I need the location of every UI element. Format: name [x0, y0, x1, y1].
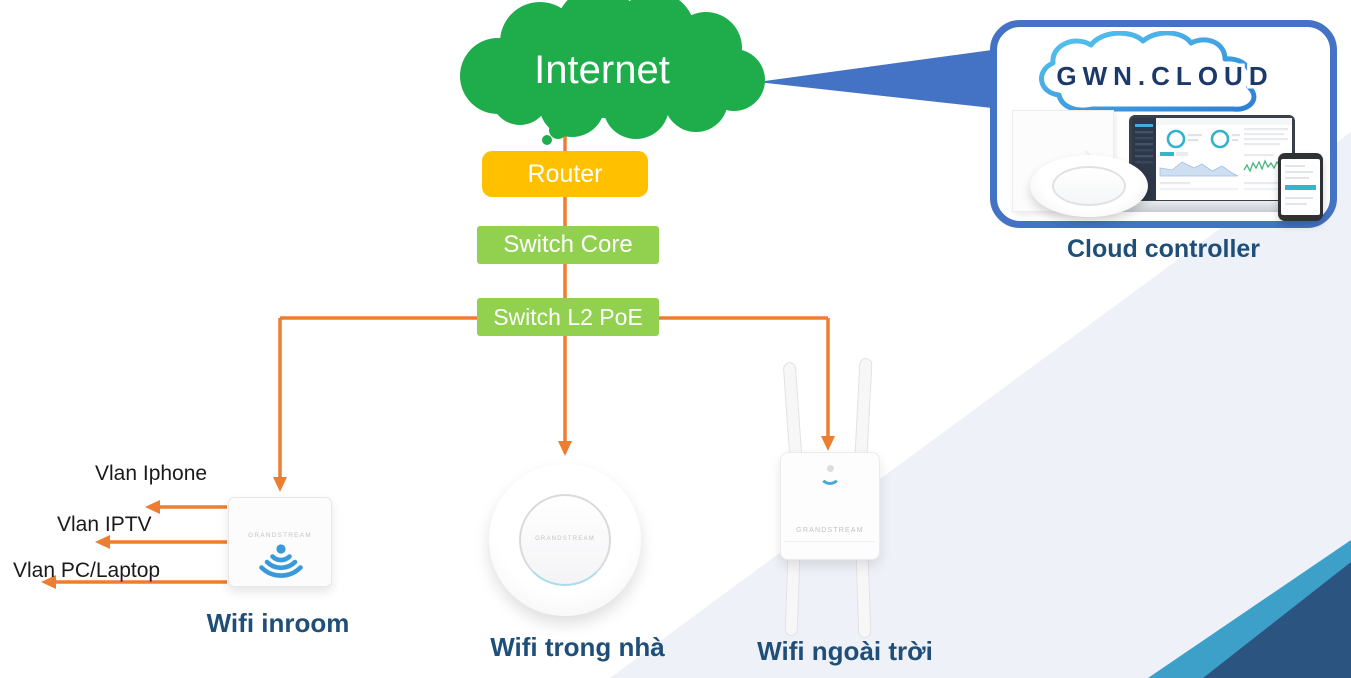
grandstream-brand-text: GRANDSTREAM [796, 527, 864, 534]
thought-bubble-large [549, 121, 567, 139]
arrowhead-vlan-pc [41, 575, 56, 589]
cloud-controller-caption: Cloud controller [1066, 235, 1261, 263]
wifi-inroom-device: GRANDSTREAM [228, 497, 332, 587]
switch-l2-poe-label: Switch L2 PoE [493, 303, 643, 330]
laptop [1129, 115, 1295, 203]
smartphone [1278, 153, 1323, 221]
arrowhead-outdoor [821, 436, 835, 451]
phone-screen [1281, 159, 1320, 215]
arrowhead-indoor [558, 441, 572, 456]
wifi-indoor-caption: Wifi trong nhà [490, 632, 665, 662]
grandstream-brand-text: GRANDSTREAM [248, 532, 312, 539]
internet-label: Internet [534, 48, 670, 92]
vlan-iptv-label: Vlan IPTV [57, 513, 152, 536]
ceiling-ap-product-ring [1052, 166, 1126, 206]
wifi-outdoor-device: GRANDSTREAM [780, 452, 880, 560]
vlan-pc-laptop-label: Vlan PC/Laptop [13, 559, 161, 582]
gwn-cloud-logo: GWN.CLOUD [1039, 31, 1273, 113]
wifi-indoor-device: GRANDSTREAM [489, 464, 641, 616]
internet-cloud: Internet [460, 0, 765, 145]
switch-core-node: Switch Core [477, 226, 659, 264]
logo-cloud-outline [1039, 31, 1257, 113]
router-node: Router [482, 151, 648, 197]
logo-text: GWN.CLOUD [1056, 61, 1273, 91]
callout-wedge [757, 50, 992, 108]
dashboard-screenshot [1132, 118, 1292, 200]
switch-core-label: Switch Core [503, 231, 633, 258]
vlan-iphone-label: Vlan Iphone [95, 462, 208, 485]
wifi-outdoor-caption: Wifi ngoài trời [757, 636, 933, 666]
arrowhead-vlan-iphone [145, 500, 160, 514]
switch-l2-poe-node: Switch L2 PoE [477, 298, 659, 336]
laptop-base [1115, 201, 1311, 212]
arrowhead-vlan-iptv [95, 535, 110, 549]
wifi-down-icon [259, 544, 303, 578]
outdoor-seam [785, 541, 875, 542]
arrowhead-inroom [273, 477, 287, 492]
grandstream-brand-text: GRANDSTREAM [535, 536, 595, 542]
antenna-bottom-left [784, 555, 801, 637]
ceiling-ap-product [1030, 155, 1148, 217]
indoor-ap-inner-ring: GRANDSTREAM [519, 494, 611, 586]
wifi-inroom-caption: Wifi inroom [206, 608, 350, 638]
thought-bubble-small [542, 135, 552, 145]
corner-triangle-dark [1203, 562, 1351, 678]
cloud-controller-box: GWN.CLOUD [990, 20, 1337, 228]
outdoor-led-arc [819, 463, 841, 485]
router-label: Router [527, 159, 603, 188]
